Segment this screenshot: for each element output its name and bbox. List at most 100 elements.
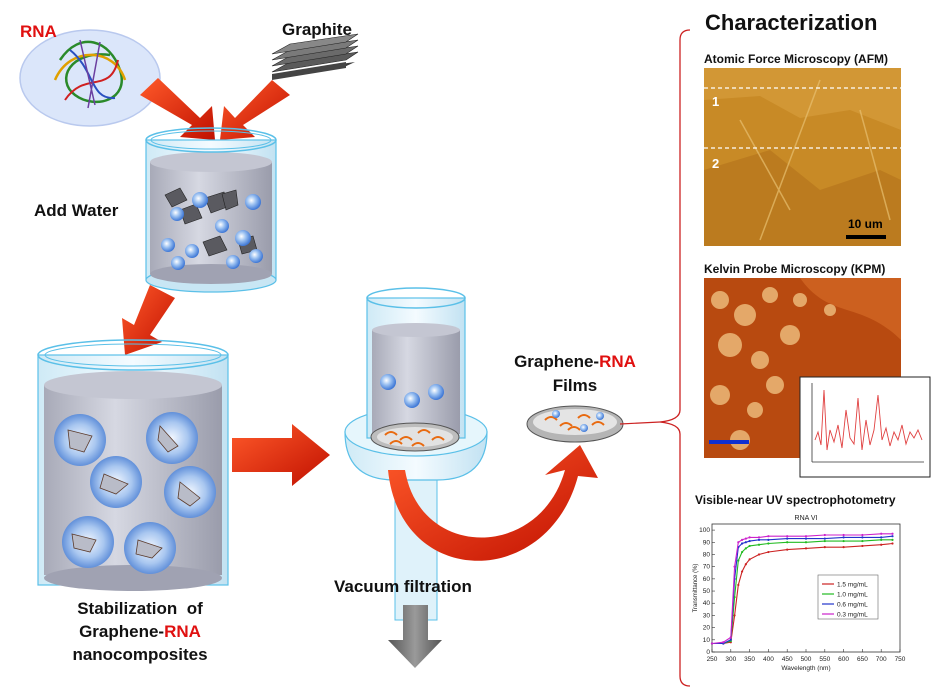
uv-legend-label-1: 1.0 mg/mL	[837, 592, 868, 599]
uv-series-point-2	[861, 536, 864, 539]
uv-series-point-0	[733, 614, 736, 617]
uv-y-tick-label: 80	[703, 551, 711, 558]
uv-series-point-3	[767, 535, 770, 538]
uv-series-point-1	[767, 542, 770, 545]
uv-series-point-2	[891, 535, 894, 538]
kpm-profile-inset	[799, 376, 931, 478]
stabilization-line3: nanocomposites	[72, 645, 208, 664]
uv-x-tick-label: 750	[895, 656, 906, 663]
vacuum-filtration-apparatus	[344, 287, 488, 621]
uv-series-point-1	[880, 538, 883, 541]
uv-legend-label-0: 1.5 mg/mL	[837, 582, 868, 589]
uv-x-tick-label: 500	[801, 656, 812, 663]
uv-series-point-0	[861, 544, 864, 548]
uv-series-point-2	[823, 537, 826, 540]
characterization-title: Characterization	[705, 10, 878, 35]
uv-series-point-3	[737, 541, 740, 544]
characterization-bracket	[659, 29, 691, 687]
add-water-label: Add Water	[34, 201, 119, 220]
uv-series-point-2	[744, 541, 747, 544]
stabilization-graphene-text: Graphene-	[79, 622, 165, 641]
afm-image	[704, 68, 901, 246]
uv-series-point-0	[744, 563, 747, 566]
uv-series-point-1	[891, 538, 894, 541]
films-label: Graphene-RNA Films	[500, 350, 650, 398]
uv-series-point-3	[891, 532, 894, 535]
uv-series-point-1	[823, 539, 826, 543]
uv-series-point-3	[861, 533, 864, 537]
uv-series-point-0	[740, 570, 744, 573]
uv-series-point-3	[880, 532, 883, 535]
uv-y-axis-label: Transmittance (%)	[693, 564, 699, 613]
uv-y-tick-label: 20	[703, 625, 711, 632]
uv-series-point-1	[804, 541, 808, 544]
stabilization-beaker	[37, 339, 229, 591]
afm-title: Atomic Force Microscopy (AFM)	[704, 52, 889, 66]
uv-series-point-0	[748, 558, 751, 561]
uv-x-tick-label: 350	[744, 656, 755, 663]
uv-series-point-0	[823, 546, 826, 549]
films-graphene-text: Graphene-	[514, 352, 600, 371]
uv-series-point-1	[861, 539, 864, 543]
uv-x-tick-label: 600	[838, 656, 849, 663]
uv-y-tick-label: 10	[703, 637, 711, 644]
uv-series-point-2	[786, 537, 789, 540]
uv-series-point-0	[767, 550, 770, 554]
uv-series-point-2	[880, 536, 883, 539]
uv-legend-label-3: 0.3 mg/mL	[837, 612, 868, 619]
films-rna-text: RNA	[599, 352, 636, 371]
uv-series-point-1	[748, 544, 751, 548]
stabilization-line2: Graphene-RNA	[40, 620, 240, 643]
uv-series-point-3	[740, 538, 744, 541]
uv-series-point-3	[710, 642, 714, 645]
films-line1: Graphene-RNA	[500, 350, 650, 374]
uv-series-point-3	[733, 565, 736, 568]
afm-line1-label: 1	[712, 94, 720, 109]
uv-y-tick-label: 70	[703, 564, 711, 571]
uv-x-tick-label: 700	[876, 656, 887, 663]
films-line2: Films	[552, 376, 598, 395]
graphite-stack-icon	[271, 33, 359, 80]
uv-series-point-2	[740, 542, 744, 545]
uv-series-point-2	[729, 638, 732, 641]
uv-series-point-3	[729, 636, 732, 639]
graphite-label: Graphite	[282, 20, 352, 39]
uv-series-point-3	[757, 536, 761, 539]
uv-x-tick-label: 550	[819, 656, 830, 663]
uv-series-point-1	[786, 541, 789, 544]
uv-series-point-1	[737, 559, 740, 562]
uv-x-tick-label: 400	[763, 656, 774, 663]
uv-y-tick-label: 0	[706, 649, 710, 656]
vacuum-down-arrow	[388, 605, 442, 668]
uv-y-tick-label: 30	[703, 612, 711, 619]
uv-series-point-0	[891, 542, 894, 545]
uv-series-point-1	[744, 547, 747, 550]
uv-series-point-3	[744, 537, 747, 540]
arrow-rna-to-water	[140, 78, 215, 140]
uv-series-point-3	[842, 533, 845, 537]
uv-x-tick-label: 650	[857, 656, 868, 663]
uv-plot-title: RNA VI	[795, 515, 818, 522]
vacuum-filtration-label: Vacuum filtration	[334, 577, 472, 596]
uv-title: Visible-near UV spectrophotometry	[695, 493, 896, 507]
uv-series-point-0	[842, 546, 845, 549]
stabilization-rna-text: RNA	[164, 622, 201, 641]
uv-series-point-3	[823, 533, 826, 537]
water-beaker	[145, 127, 277, 293]
graphene-rna-film	[526, 405, 624, 443]
uv-x-axis-label: Wavelength (nm)	[781, 665, 830, 672]
stabilization-label: Stabilization of Graphene-RNA nanocompos…	[40, 597, 240, 666]
uv-series-point-2	[757, 538, 761, 541]
rna-label: RNA	[20, 22, 57, 41]
uv-series-point-2	[842, 536, 845, 539]
uv-y-tick-label: 90	[703, 539, 711, 546]
uv-x-tick-label: 300	[725, 656, 736, 663]
uv-series-point-1	[842, 539, 845, 543]
uv-y-tick-label: 50	[703, 588, 711, 595]
uv-series-point-0	[757, 553, 761, 556]
uv-series-point-3	[722, 641, 725, 644]
uv-series-point-2	[748, 539, 751, 543]
uv-series-point-0	[737, 583, 740, 587]
